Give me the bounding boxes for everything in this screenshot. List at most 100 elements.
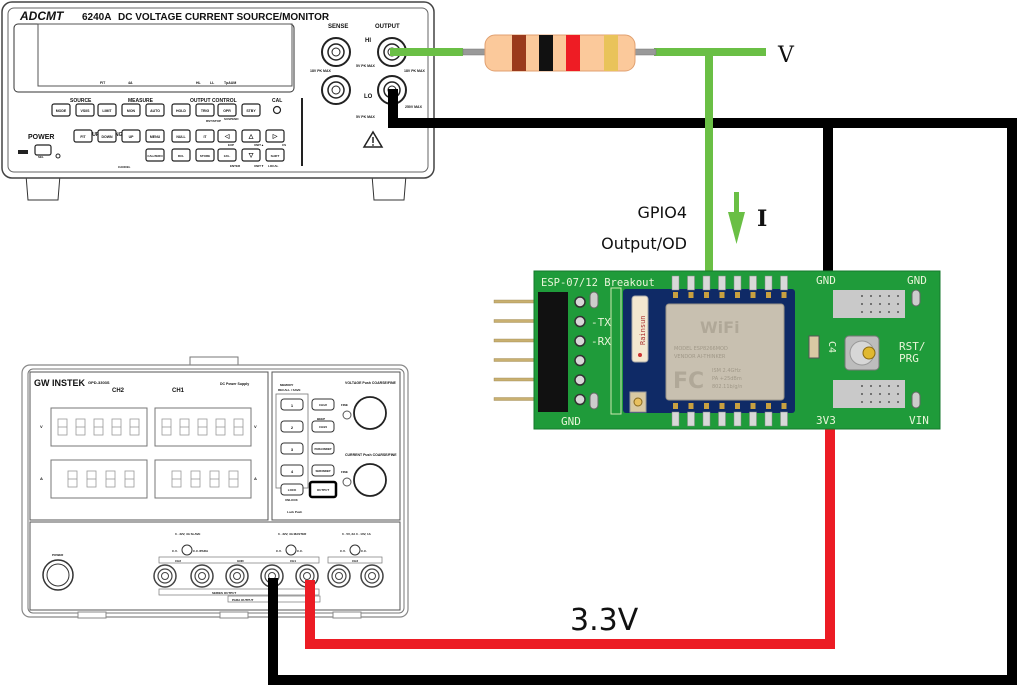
module-pad-bottom	[671, 411, 680, 427]
smu-key-row3[interactable]: RCL	[171, 148, 191, 162]
smu-key-stby[interactable]: STBY	[241, 103, 261, 117]
svg-text:TRIG: TRIG	[201, 109, 210, 113]
psu-ch3-led	[349, 544, 361, 556]
psu-func-key[interactable]: CH3/4	[311, 420, 335, 433]
module-pad-bottom	[702, 411, 711, 427]
svg-text:NULL: NULL	[176, 135, 186, 139]
psu-description: DC Power Supply	[220, 382, 249, 386]
psu-func-key[interactable]: SER/INDEP	[311, 464, 335, 477]
psu-ch2-v-unit: V	[40, 424, 43, 429]
psu-output-jack[interactable]	[153, 564, 177, 588]
chip-antenna	[631, 295, 649, 363]
board-title: ESP-07/12 Breakout	[541, 277, 655, 289]
smu-key-row2[interactable]: FIT	[73, 129, 93, 143]
psu-output-jacks	[153, 564, 384, 588]
smu-key-trig[interactable]: TRIG	[195, 103, 215, 117]
resistor-band-2	[539, 35, 553, 71]
psu-instrument: GW INSTEK GPD-3303S DC Power Supply CH2 …	[21, 356, 409, 619]
smu-key-row2[interactable]: UP	[121, 129, 141, 143]
smu-key-row3[interactable]: CAL/ZERO	[145, 148, 165, 162]
module-pad-bottom	[764, 411, 773, 427]
smu-terminal-sense-lo[interactable]	[321, 75, 351, 105]
module-pad-top	[671, 275, 680, 291]
pcb-outline-strip	[610, 287, 622, 415]
psu-output-jack[interactable]	[225, 564, 249, 588]
module-std: 802.11b/g/n	[712, 384, 742, 390]
svg-text:3: 3	[291, 447, 294, 452]
smu-key-hold[interactable]: HOLD	[171, 103, 191, 117]
psu-ch1-cv: C.V.	[276, 549, 282, 553]
smu-key-row2[interactable]: NULL	[171, 129, 191, 143]
pin-pad	[574, 296, 586, 308]
psu-memory-key-4[interactable]: 4	[280, 464, 304, 477]
seven-seg-digit	[75, 418, 86, 436]
seven-seg-digit	[179, 418, 190, 436]
psu-output-key[interactable]: OUTPUT	[308, 480, 338, 499]
psu-voltage-knob[interactable]	[353, 396, 387, 430]
resistor-band-3	[566, 35, 580, 71]
psu-memory-key-1[interactable]: 1	[280, 398, 304, 411]
smu-terminal-sense-hi[interactable]	[321, 37, 351, 67]
smu-key-row3[interactable]: ▽	[241, 148, 261, 162]
smu-key-opr[interactable]: OPR	[217, 103, 237, 117]
pad-dots	[861, 295, 899, 403]
smu-hi-label: HI	[365, 38, 371, 44]
smu-key-row3[interactable]: 123..	[217, 148, 237, 162]
psu-memory-key-3[interactable]: 3	[280, 442, 304, 455]
svg-text:CAL/ZERO: CAL/ZERO	[147, 154, 163, 158]
smu-rating-lo: 5V PK MAX	[356, 115, 376, 119]
smu-subtext-unit_down: UNIT▼	[254, 164, 264, 168]
psu-lock-key[interactable]: LOCK	[280, 483, 304, 496]
psu-output-jack[interactable]	[327, 564, 351, 588]
header-pin	[493, 338, 541, 343]
smu-key-row2[interactable]: DOWN	[97, 129, 117, 143]
psu-fine-label-2: FINE	[341, 470, 348, 474]
psu-beep-label: BEEP	[317, 417, 325, 421]
header-pins	[493, 299, 541, 401]
smu-key-vsis[interactable]: VS/IS	[75, 103, 95, 117]
smu-key-row2[interactable]: ▷	[265, 129, 285, 143]
smu-power-button[interactable]	[34, 144, 52, 156]
smu-key-row3[interactable]: STORE	[195, 148, 215, 162]
svg-text:SER/INDEP: SER/INDEP	[315, 469, 330, 473]
svg-text:OUTPUT: OUTPUT	[317, 488, 330, 492]
module-pad-top	[780, 275, 788, 291]
svg-text:2: 2	[291, 425, 294, 430]
seven-seg-digit	[111, 418, 122, 436]
smu-key-auto[interactable]: AUTO	[145, 103, 165, 117]
psu-func-key[interactable]: PARA/INDEP	[311, 442, 335, 455]
psu-memory-key-2[interactable]: 2	[280, 420, 304, 433]
module-pad-bottom	[749, 411, 757, 427]
module-gold-pad	[781, 292, 787, 298]
smu-key-row2[interactable]: MENU	[145, 129, 165, 143]
smu-key-row3[interactable]: SHIFT	[265, 148, 285, 162]
smu-key-mode[interactable]: MODE	[51, 103, 71, 117]
antenna-brand: Rainsun	[639, 315, 647, 345]
psu-jack-label: CH3	[352, 559, 358, 563]
module-pad-top	[718, 275, 726, 291]
seven-seg-digit	[86, 470, 97, 488]
smu-cal-hole[interactable]	[272, 105, 282, 115]
psu-output-jack[interactable]	[360, 564, 384, 588]
smu-key-row2[interactable]: △	[241, 129, 261, 143]
psu-power-button[interactable]	[42, 559, 74, 591]
smu-key-row2[interactable]: IT	[195, 129, 215, 143]
smu-key-mon[interactable]: MON	[121, 103, 141, 117]
psu-ch1-cc: C.C.	[297, 549, 303, 553]
rst-prg-button[interactable]	[844, 335, 880, 371]
svg-text:SHIFT: SHIFT	[271, 154, 280, 158]
module-gold-pad	[719, 403, 725, 409]
seven-seg-digit	[124, 470, 135, 488]
gnd-top-right-label: GND	[907, 274, 927, 287]
smu-indicator: FIT	[100, 81, 106, 85]
psu-recall-save-label: RECALL / SAVE	[278, 388, 301, 392]
psu-func-key[interactable]: CH1/2	[311, 398, 335, 411]
psu-output-jack[interactable]	[190, 564, 214, 588]
psu-current-knob[interactable]	[353, 463, 387, 497]
svg-text:△: △	[248, 133, 254, 140]
smu-key-limit[interactable]: LIMIT	[97, 103, 117, 117]
smu-key-row2[interactable]: ◁	[217, 129, 237, 143]
gnd-hole	[911, 289, 921, 307]
psu-model: GPD-3303S	[88, 380, 110, 385]
